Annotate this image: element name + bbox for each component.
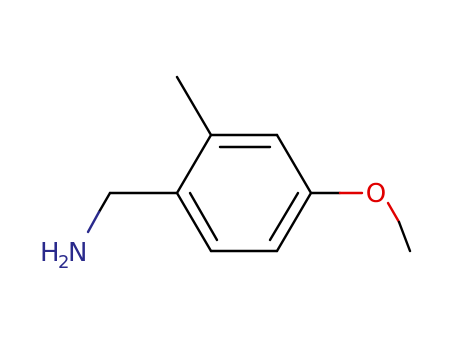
benzene-ring — [175, 133, 313, 253]
amine-h-label: H — [40, 238, 60, 268]
o-methyl-bond-red — [386, 201, 401, 224]
amine-n-label: N — [68, 238, 87, 268]
amine-subscript: 2 — [58, 252, 69, 273]
ring-bond-5 — [175, 191, 213, 253]
ring-bond-2 — [275, 133, 313, 195]
methyl-bond — [175, 75, 213, 137]
ring-double-bond-right — [268, 191, 300, 242]
o-methyl-bond-black — [397, 220, 412, 253]
ring-double-bond-left — [188, 191, 219, 242]
ring-bond-6 — [175, 133, 213, 195]
amine-group-label: H 2 N — [40, 238, 87, 273]
ring-bond-3 — [275, 191, 313, 253]
ch2-n-bond-black — [97, 191, 112, 214]
oxygen-atom-label: O — [366, 179, 386, 209]
ch2-n-bond-blue — [86, 210, 101, 234]
